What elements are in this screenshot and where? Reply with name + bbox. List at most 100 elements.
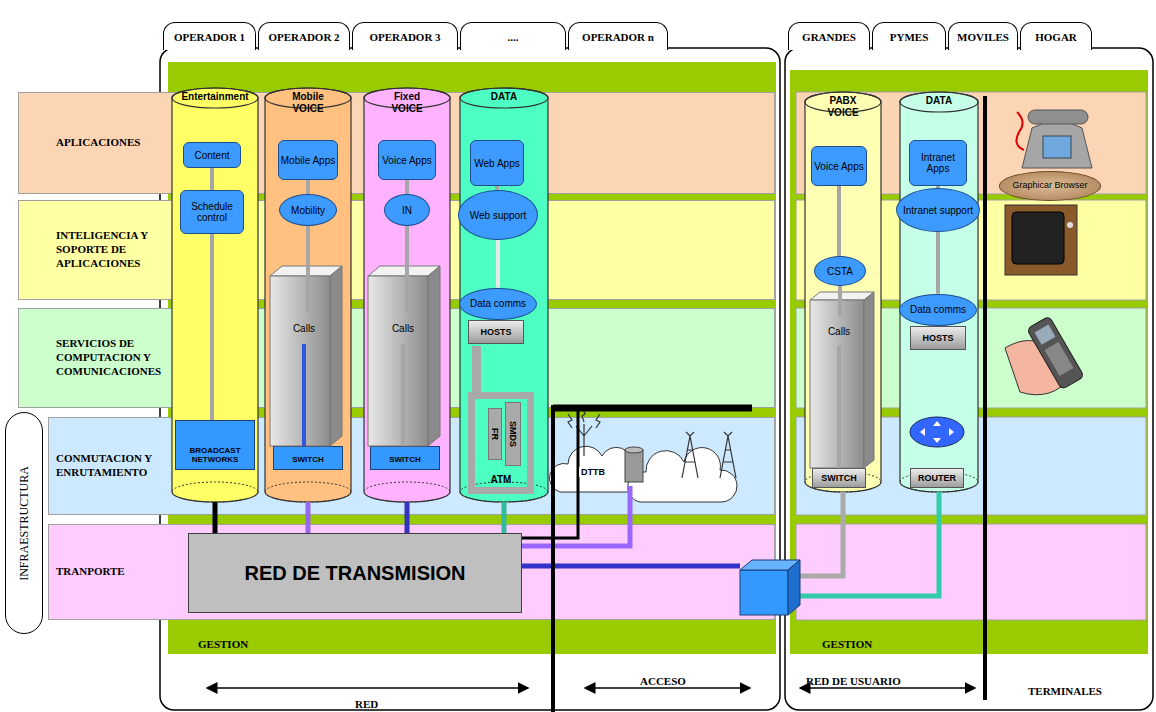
switch-side [428, 266, 440, 446]
equipment-box: HOSTS [468, 320, 524, 344]
cube-side [788, 560, 800, 615]
atm-frame: ATMFRSMDS [468, 392, 534, 494]
node-text: INFRAESTRUCTURA [17, 466, 32, 581]
function-ellipse: IN [384, 194, 430, 226]
node-text: Calls [293, 323, 315, 334]
protocol-box: SMDS [505, 402, 521, 466]
atm-support [472, 346, 481, 392]
lattice-tower [682, 432, 736, 478]
region-label: DTTB [579, 467, 607, 477]
extent-arrow [207, 687, 528, 689]
application-box: Voice Apps [378, 140, 435, 180]
node-text: OPERADOR 1 [174, 31, 245, 43]
label-box: TERMINALES [1028, 681, 1102, 699]
application-box: Web Apps [470, 140, 523, 186]
label-box: ACCESO [640, 671, 686, 689]
node-text: SWITCH [292, 456, 324, 465]
application-box: Content [183, 142, 241, 168]
wire [522, 410, 578, 538]
extent-arrow [800, 687, 975, 689]
node-text: IN [402, 205, 412, 216]
connector [496, 240, 500, 288]
cylinder-top [900, 92, 978, 112]
cylinder-body [805, 92, 881, 492]
cylinder-base [265, 482, 351, 502]
broadcast-antenna [568, 408, 600, 456]
service-cylinder: EntertainmentContentSchedule controlBROA… [172, 88, 258, 502]
transmission-wires [522, 410, 939, 596]
switch-front [270, 276, 330, 446]
node-text: Data comms [910, 304, 966, 315]
connector [306, 226, 310, 312]
boundary-line [983, 96, 987, 700]
equipment-box: HOSTS [910, 326, 966, 350]
node-text: Mobility [291, 205, 325, 216]
extent-arrows [207, 687, 975, 689]
node-text: Graphicar Browser [1012, 181, 1087, 191]
cylinder-heading: Mobile VOICE [286, 91, 330, 114]
connector [837, 346, 841, 468]
cylinder-base [460, 482, 548, 502]
tab-label: .... [460, 22, 566, 50]
cylinder-heading: DATA [460, 91, 548, 103]
wire [800, 492, 939, 596]
region-label: GESTION [822, 638, 872, 650]
node-text: Data comms [470, 298, 526, 309]
connector [405, 502, 410, 533]
switch-illustration [368, 266, 440, 446]
region-label: GESTION [198, 638, 248, 650]
node-text: HOGAR [1035, 31, 1077, 43]
protocol-box: FR [488, 408, 502, 460]
node-text: APLICACIONES [56, 136, 168, 150]
phone-cord [1016, 112, 1024, 150]
boundary-line [551, 405, 555, 712]
connector [405, 180, 409, 194]
node-text: PYMES [890, 31, 929, 43]
function-ellipse: Intranet support [896, 188, 979, 232]
node-text: OPERADOR 2 [268, 31, 339, 43]
node-text: HOSTS [480, 327, 511, 337]
region-label: TERMINALES [1028, 685, 1102, 697]
cylinder-body [364, 88, 450, 502]
tab-label: OPERADOR 1 [163, 22, 256, 50]
tv-cabinet [1005, 205, 1077, 275]
node-text: BROADCAST NETWORKS [176, 447, 254, 465]
node-text: SWITCH [389, 456, 421, 465]
cylinder-body [172, 88, 258, 502]
node-text: INTELIGENCIA Y SOPORTE DE APLICACIONES [56, 229, 168, 270]
node-text: ROUTER [918, 473, 956, 483]
connector [495, 186, 499, 190]
switch-side [330, 266, 342, 446]
user-panel [785, 48, 1153, 710]
node-text: Voice Apps [814, 161, 863, 172]
cube-front [740, 570, 788, 615]
node-text: CONMUTACION Y ENRUTAMIENTO [56, 452, 168, 480]
label-box: RED DE USUARIO [806, 671, 901, 689]
tower-top [625, 447, 643, 453]
equipment-box: SWITCH [812, 468, 866, 488]
node-text: Content [194, 150, 229, 161]
connector [210, 168, 214, 190]
node-text: Mobile Apps [281, 155, 335, 166]
node-text: OPERADOR n [582, 31, 654, 43]
tab-label: PYMES [872, 22, 946, 50]
equipment-box: ROUTER [910, 468, 964, 488]
connector [936, 186, 940, 188]
connector [837, 186, 841, 256]
node-text: .... [508, 31, 519, 43]
node-text: TRANPORTE [56, 565, 168, 579]
function-ellipse: Data comms [899, 294, 977, 327]
function-ellipse: Mobility [279, 194, 337, 226]
node-text: Intranet support [903, 205, 973, 216]
function-ellipse: CSTA [814, 256, 866, 286]
cylinder-top [172, 88, 258, 108]
bracket-label: INFRAESTRUCTURA [5, 412, 43, 634]
transport-network-box: RED DE TRANSMISION [188, 533, 522, 613]
management-area [790, 70, 1148, 654]
connector [210, 234, 214, 420]
connector [306, 180, 310, 194]
node-text: Web Apps [474, 158, 519, 169]
